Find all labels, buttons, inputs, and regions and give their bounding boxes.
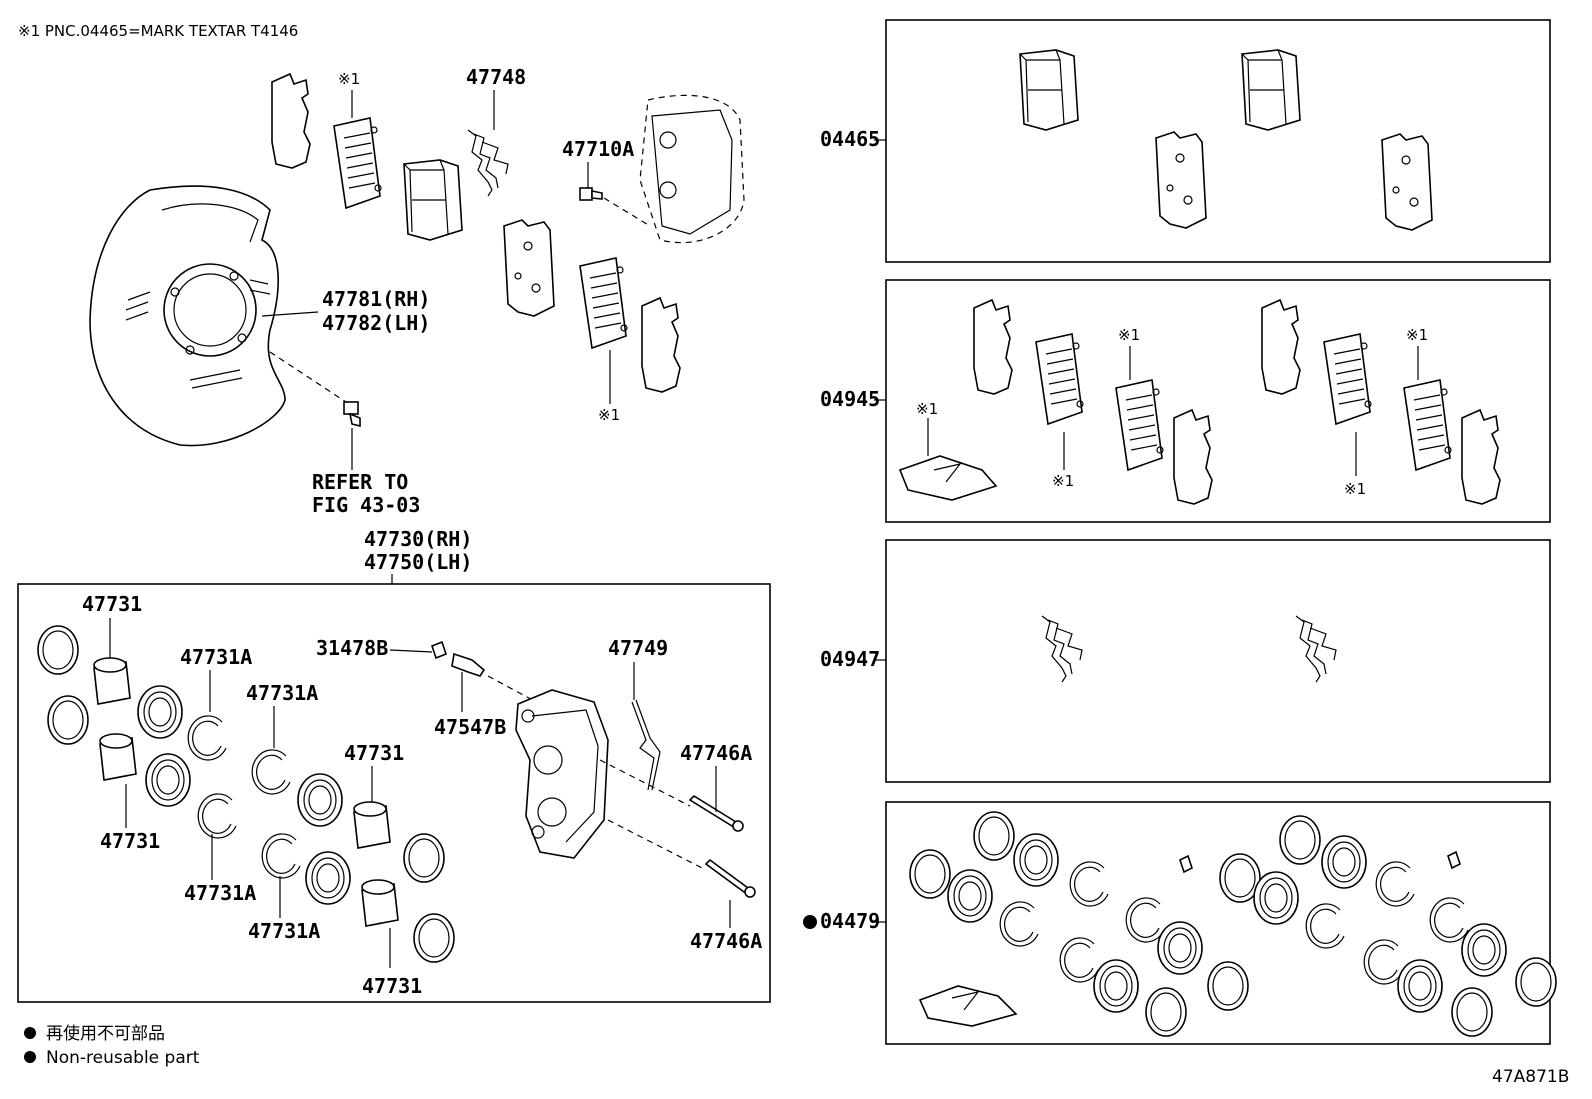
kit-04945-shim-2 bbox=[1173, 409, 1213, 505]
kit-04465-backplate-1 bbox=[1155, 131, 1207, 229]
kit-04945-mark-1: ※1 bbox=[916, 400, 938, 418]
label-47746A-1: 47746A bbox=[680, 741, 752, 765]
kit-04945-shim-1 bbox=[973, 299, 1013, 395]
label-47731-4: 47731 bbox=[362, 974, 422, 998]
label-47750: 47750(LH) bbox=[364, 550, 472, 574]
piston-3 bbox=[353, 801, 391, 849]
disc-dust-cover bbox=[89, 185, 286, 447]
caliper-body bbox=[515, 689, 609, 859]
kit-box-04947 bbox=[885, 539, 1551, 783]
seal-2 bbox=[145, 753, 191, 807]
label-47746A-2: 47746A bbox=[690, 929, 762, 953]
pin-2 bbox=[704, 858, 756, 898]
kit-04945-plate-3 bbox=[1323, 333, 1372, 425]
anti-squeal-plate-1 bbox=[333, 117, 382, 209]
kit-04945-shim-4 bbox=[1461, 409, 1501, 505]
caliper-assembly-box bbox=[17, 583, 771, 1003]
kit-04945-mark-2: ※1 bbox=[1052, 472, 1074, 490]
kit-04945-plate-1 bbox=[1035, 333, 1084, 425]
kit-box-04479 bbox=[885, 801, 1551, 1045]
label-47731-2: 47731 bbox=[100, 829, 160, 853]
cring-2 bbox=[251, 749, 291, 795]
caliper-outline-dashed bbox=[639, 94, 745, 244]
label-47731A-2: 47731A bbox=[246, 681, 318, 705]
non-reusable-bullet-2 bbox=[24, 1051, 36, 1063]
mark-pad-bottom: ※1 bbox=[598, 406, 620, 424]
cring-4 bbox=[261, 833, 301, 879]
ring-1 bbox=[37, 625, 79, 675]
label-47749: 47749 bbox=[608, 636, 668, 660]
label-47547B: 47547B bbox=[434, 715, 506, 739]
legend-jp: 再使用不可部品 bbox=[46, 1023, 165, 1044]
ring-2 bbox=[47, 695, 89, 745]
bleeder-plug bbox=[451, 652, 486, 677]
cring-1 bbox=[187, 715, 227, 761]
bleeder-cap bbox=[431, 640, 447, 660]
kit-code-04947: 04947 bbox=[820, 647, 880, 671]
pnc-note: ※1 PNC.04465=MARK TEXTAR T4146 bbox=[18, 22, 298, 40]
pad-spring bbox=[631, 699, 661, 791]
label-47748: 47748 bbox=[466, 65, 526, 89]
label-47782: 47782(LH) bbox=[322, 311, 430, 335]
piston-4 bbox=[361, 879, 399, 927]
refer-line2: FIG 43-03 bbox=[312, 493, 420, 517]
anti-squeal-shim-1 bbox=[271, 73, 311, 169]
kit-04479-seal-kit bbox=[909, 811, 1557, 1037]
kit-04465-pad-2 bbox=[1241, 49, 1301, 131]
ring-4 bbox=[413, 913, 455, 963]
refer-line1: REFER TO bbox=[312, 470, 408, 494]
kit-04945-plate-2 bbox=[1115, 379, 1164, 471]
kit-04945-mark-5: ※1 bbox=[1406, 326, 1428, 344]
kit-code-04479: 04479 bbox=[820, 909, 880, 933]
kit-box-04465 bbox=[885, 19, 1551, 263]
non-reusable-bullet-04479 bbox=[803, 915, 817, 929]
kit-04465-pad-1 bbox=[1019, 49, 1079, 131]
figure-code: 47A871B bbox=[1492, 1067, 1569, 1087]
kit-04947-clip-2 bbox=[1295, 615, 1337, 683]
ring-3 bbox=[403, 833, 445, 883]
brake-pad-1 bbox=[403, 159, 463, 241]
bolt-disc-cover bbox=[343, 401, 361, 428]
pin-1 bbox=[688, 794, 744, 832]
label-47731-3: 47731 bbox=[344, 741, 404, 765]
kit-04945-grease-pack bbox=[898, 455, 998, 501]
label-47731A-3: 47731A bbox=[184, 881, 256, 905]
label-47731A-4: 47731A bbox=[248, 919, 320, 943]
legend-en: Non-reusable part bbox=[46, 1048, 200, 1068]
kit-04945-mark-4: ※1 bbox=[1344, 480, 1366, 498]
anti-squeal-shim-2 bbox=[641, 297, 681, 393]
bolt-47710A bbox=[579, 187, 603, 201]
kit-box-04945 bbox=[885, 279, 1551, 523]
cring-3 bbox=[197, 793, 237, 839]
mark-pad-top: ※1 bbox=[338, 70, 360, 88]
label-31478B: 31478B bbox=[316, 636, 388, 660]
kit-04945-plate-4 bbox=[1403, 379, 1452, 471]
brake-pad-backplate bbox=[503, 219, 555, 317]
seal-3 bbox=[297, 773, 343, 827]
kit-04947-clip-1 bbox=[1041, 615, 1083, 683]
label-47731-1: 47731 bbox=[82, 592, 142, 616]
anti-rattle-clip bbox=[467, 129, 509, 197]
kit-04945-mark-3: ※1 bbox=[1118, 326, 1140, 344]
seal-4 bbox=[305, 851, 351, 905]
anti-squeal-plate-2 bbox=[579, 257, 628, 349]
piston-1 bbox=[93, 657, 131, 705]
label-47731A-1: 47731A bbox=[180, 645, 252, 669]
kit-04945-shim-3 bbox=[1261, 299, 1301, 395]
label-47710A: 47710A bbox=[562, 137, 634, 161]
seal-1 bbox=[137, 685, 183, 739]
non-reusable-bullet-1 bbox=[24, 1027, 36, 1039]
label-47781: 47781(RH) bbox=[322, 287, 430, 311]
kit-code-04465: 04465 bbox=[820, 127, 880, 151]
piston-2 bbox=[99, 733, 137, 781]
label-47730: 47730(RH) bbox=[364, 527, 472, 551]
kit-04465-backplate-2 bbox=[1381, 133, 1433, 231]
kit-code-04945: 04945 bbox=[820, 387, 880, 411]
